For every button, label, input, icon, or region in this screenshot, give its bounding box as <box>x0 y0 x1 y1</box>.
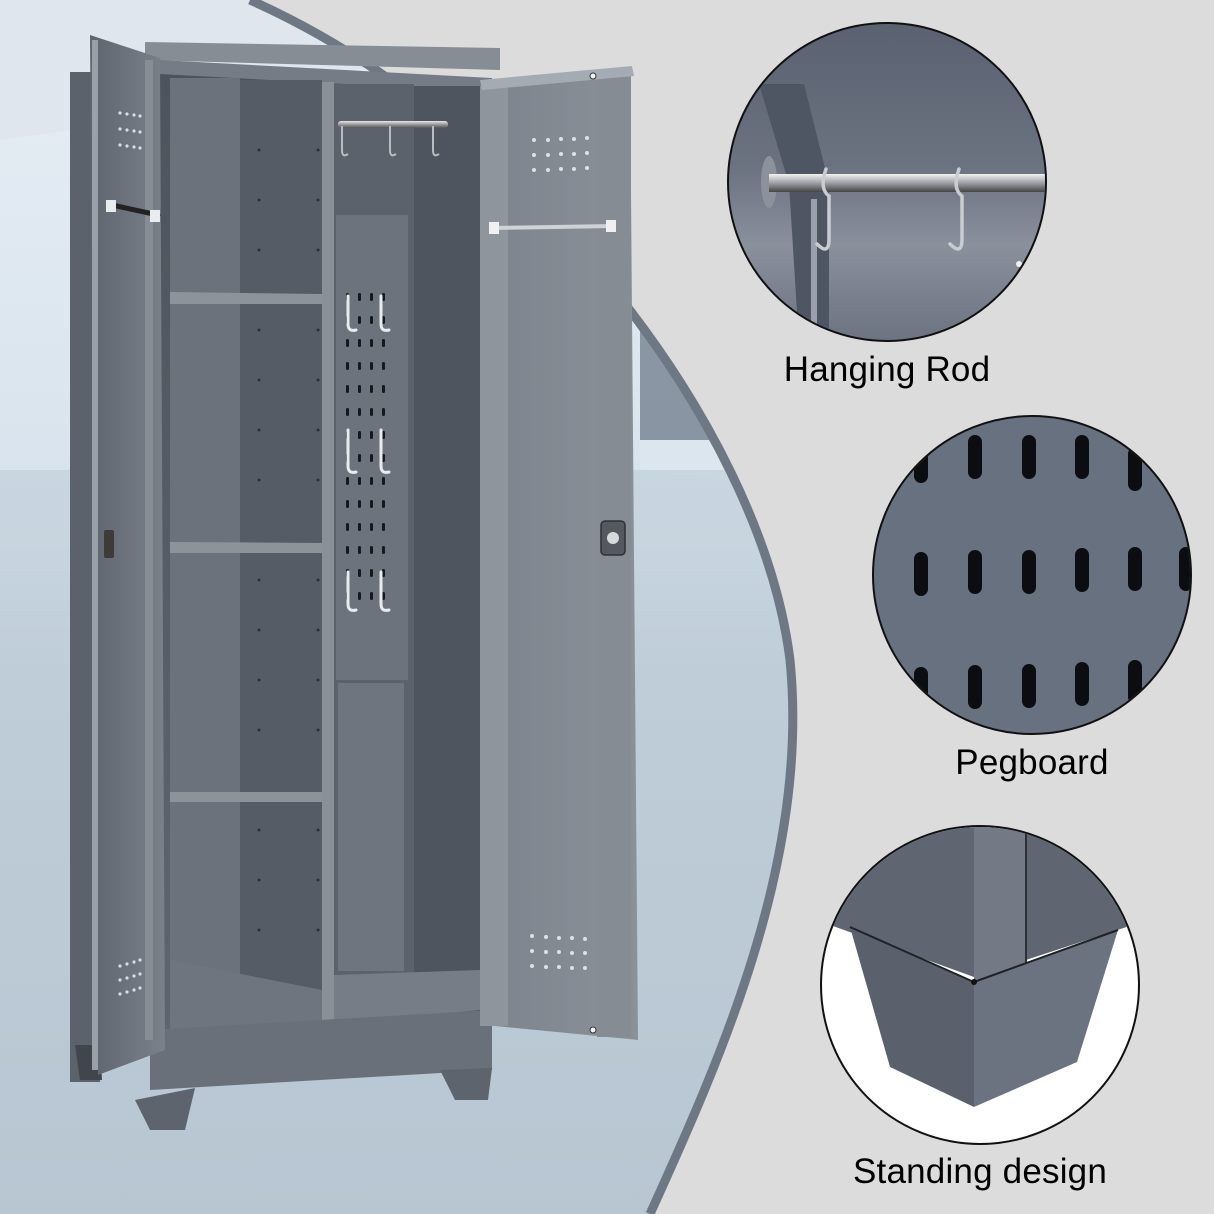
hanging-rod-detail-image <box>759 84 1045 340</box>
standing-design-caption: Standing design <box>852 1152 1108 1191</box>
hanging-rod-callout <box>727 22 1047 342</box>
pegboard-caption: Pegboard <box>955 743 1109 782</box>
pegboard-callout <box>872 415 1192 735</box>
hanging-rod-caption: Hanging Rod <box>783 350 991 389</box>
standing-design-detail-image <box>822 827 1138 1107</box>
standing-design-callout <box>820 825 1140 1145</box>
pegboard-detail-image <box>914 435 1190 711</box>
cabinet <box>70 35 638 1130</box>
